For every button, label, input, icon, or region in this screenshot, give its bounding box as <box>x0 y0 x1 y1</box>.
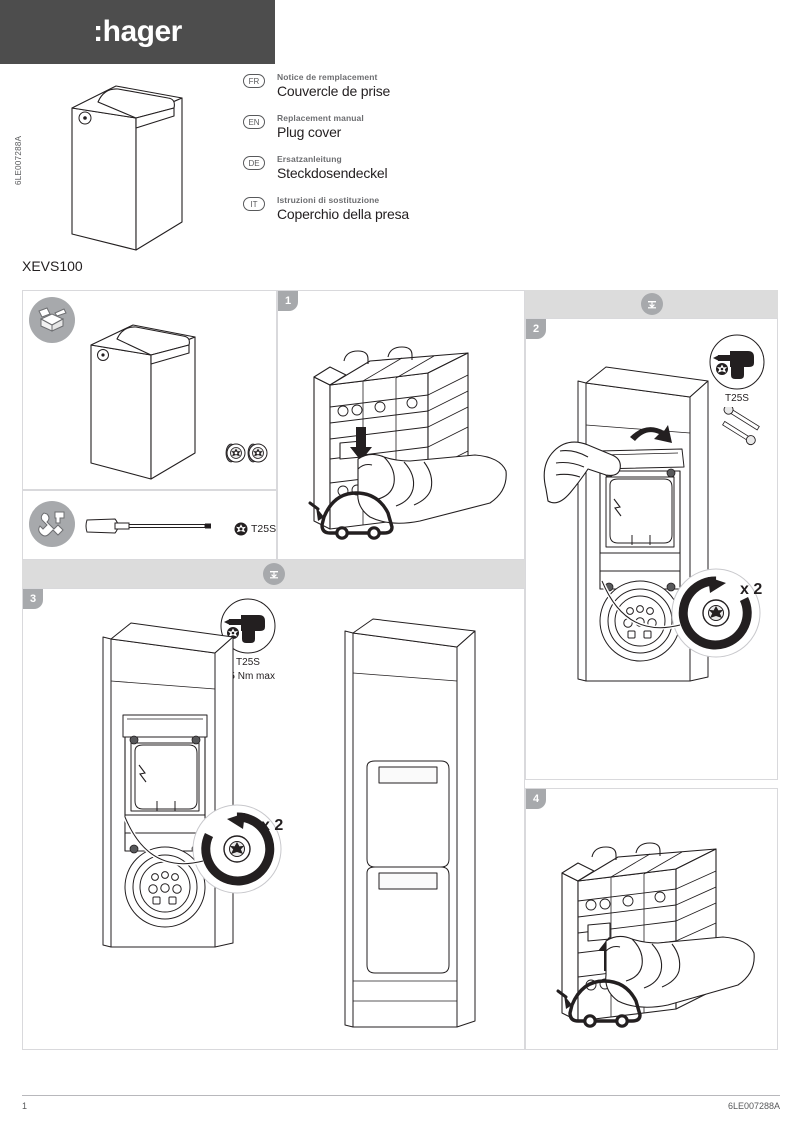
panel-required-tools: T25S <box>22 490 277 560</box>
rotation-label-step-3: x 2 <box>261 817 284 834</box>
torx-bit-icon <box>234 522 248 536</box>
product-hero-illustration <box>58 72 198 252</box>
panel-package-contents <box>22 290 277 490</box>
language-subtitle-fr: Notice de remplacement <box>277 72 378 82</box>
language-row-en: EN Replacement manual Plug cover <box>243 113 573 140</box>
instruction-panel-grid: T25S 1 <box>22 290 778 1050</box>
panel-step-2: 2 T25S <box>525 318 778 780</box>
step-number-badge-4: 4 <box>526 789 546 809</box>
language-row-fr: FR Notice de remplacement Couvercle de p… <box>243 72 573 99</box>
language-row-de: DE Ersatzanleitung Steckdosendeckel <box>243 154 573 181</box>
drill-tool-callout-3 <box>219 597 277 655</box>
section-band-disassembly-top <box>525 290 778 318</box>
tool-label-step-2: T25S <box>725 393 749 404</box>
tools-icon <box>29 501 75 547</box>
language-badge-fr: FR <box>243 74 265 88</box>
language-title-fr: Couvercle de prise <box>277 83 391 99</box>
completed-station-illustration <box>323 615 493 1035</box>
torque-label-step-3: 2,5 Nm max <box>221 671 275 682</box>
language-subtitle-de: Ersatzanleitung <box>277 154 342 164</box>
rotation-callout-step-3 <box>189 801 285 897</box>
screw-set-illustration <box>221 439 269 467</box>
language-subtitle-it: Istruzioni di sostituzione <box>277 195 380 205</box>
footer-document-code: 6LE007288A <box>727 1101 780 1111</box>
step-number-badge-3: 3 <box>23 589 43 609</box>
circuit-breaker-off-illustration <box>300 331 510 546</box>
language-row-it: IT Istruzioni di sostituzione Coperchio … <box>243 195 573 222</box>
page-number: 1 <box>22 1101 28 1111</box>
rotation-callout-step-2 <box>668 565 764 661</box>
step-number-badge-1: 1 <box>278 291 298 311</box>
screwdriver-illustration <box>85 515 235 537</box>
charging-station-cover-removal-illustration <box>540 359 720 689</box>
tool-label-step-3: T25S <box>236 657 260 668</box>
leader-line-step-3 <box>123 816 204 866</box>
circuit-breaker-on-illustration <box>548 829 763 1039</box>
language-title-it: Coperchio della presa <box>277 206 409 222</box>
hager-logo: :hager <box>93 15 182 48</box>
tool-bit-label: T25S <box>251 523 277 535</box>
screw-pair-step-2 <box>710 407 770 455</box>
leader-line-step-2 <box>600 580 681 630</box>
language-title-block: FR Notice de remplacement Couvercle de p… <box>243 72 573 236</box>
plug-cover-illustration <box>81 313 211 483</box>
language-badge-de: DE <box>243 156 265 170</box>
rotation-label-step-2: x 2 <box>740 581 763 598</box>
side-document-code: 6LE007288A <box>14 135 23 185</box>
open-box-icon <box>29 297 75 343</box>
footer-divider <box>22 1095 780 1096</box>
language-title-de: Steckdosendeckel <box>277 165 388 181</box>
brand-header-bar: :hager <box>0 0 275 64</box>
language-badge-it: IT <box>243 197 265 211</box>
disassembly-icon <box>641 293 663 315</box>
drill-tool-callout-2 <box>708 333 766 391</box>
product-reference: XEVS100 <box>22 258 83 274</box>
section-band-disassembly-middle <box>22 560 525 588</box>
language-subtitle-en: Replacement manual <box>277 113 364 123</box>
disassembly-icon <box>263 563 285 585</box>
language-badge-en: EN <box>243 115 265 129</box>
step-number-badge-2: 2 <box>526 319 546 339</box>
charging-station-cover-install-illustration <box>65 615 245 955</box>
language-title-en: Plug cover <box>277 124 342 140</box>
panel-step-1: 1 <box>277 290 525 560</box>
panel-step-3: 3 T25S 2,5 Nm max <box>22 588 525 1050</box>
panel-step-4: 4 <box>525 788 778 1050</box>
